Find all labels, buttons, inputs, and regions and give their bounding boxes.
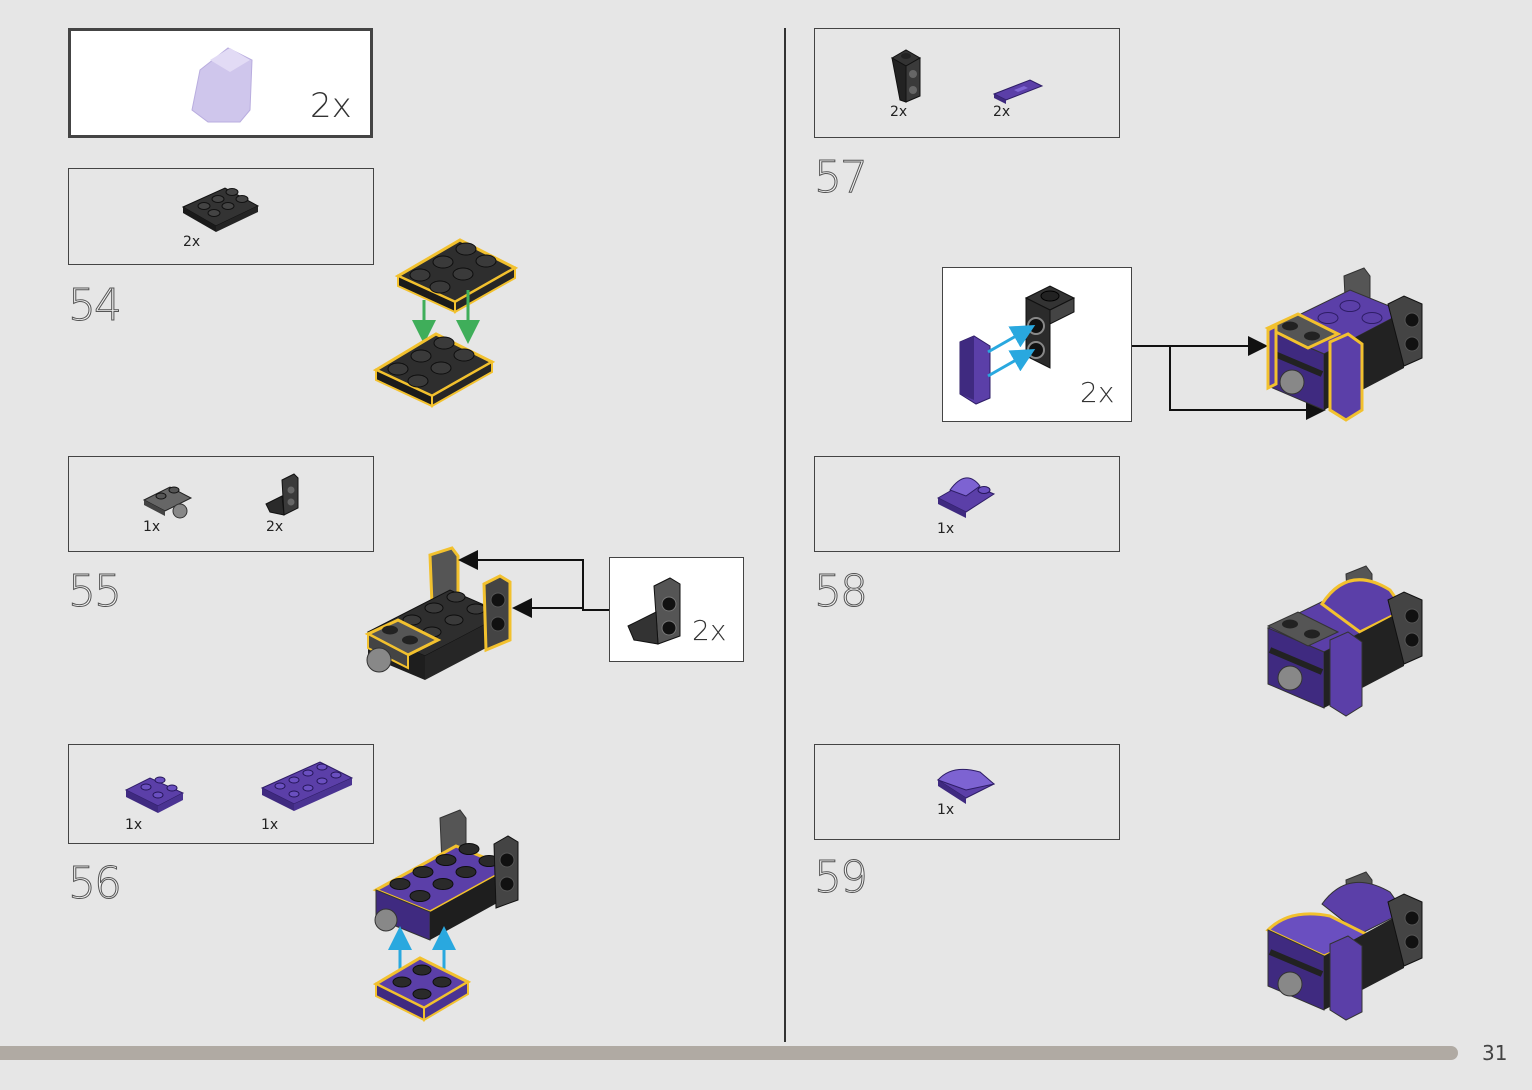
- black-bracket-icon: [266, 474, 298, 515]
- step-56-model: [375, 810, 518, 1020]
- bracket-callout-icon: [628, 578, 680, 644]
- bracket-with-tile-callout-icon: [960, 286, 1074, 404]
- grey-plate-with-ball-icon: [144, 487, 191, 518]
- step-54-model: [376, 240, 515, 406]
- step-59-model: [1268, 872, 1422, 1020]
- purple-plate-2x4-icon: [262, 762, 352, 811]
- purple-tile-1x2-icon: [994, 80, 1042, 104]
- black-plate-2x3-icon: [183, 188, 258, 232]
- purple-curved-tile-icon: [938, 769, 994, 804]
- purple-curved-slope-icon: [938, 478, 994, 518]
- step-58-model: [1268, 566, 1422, 716]
- ghost-bracket-icon: [192, 48, 252, 122]
- step-55-model: [367, 548, 609, 680]
- purple-plate-2x2-icon: [126, 777, 183, 813]
- step-57-model: [1132, 268, 1422, 420]
- black-bracket-vertical-icon: [892, 50, 920, 102]
